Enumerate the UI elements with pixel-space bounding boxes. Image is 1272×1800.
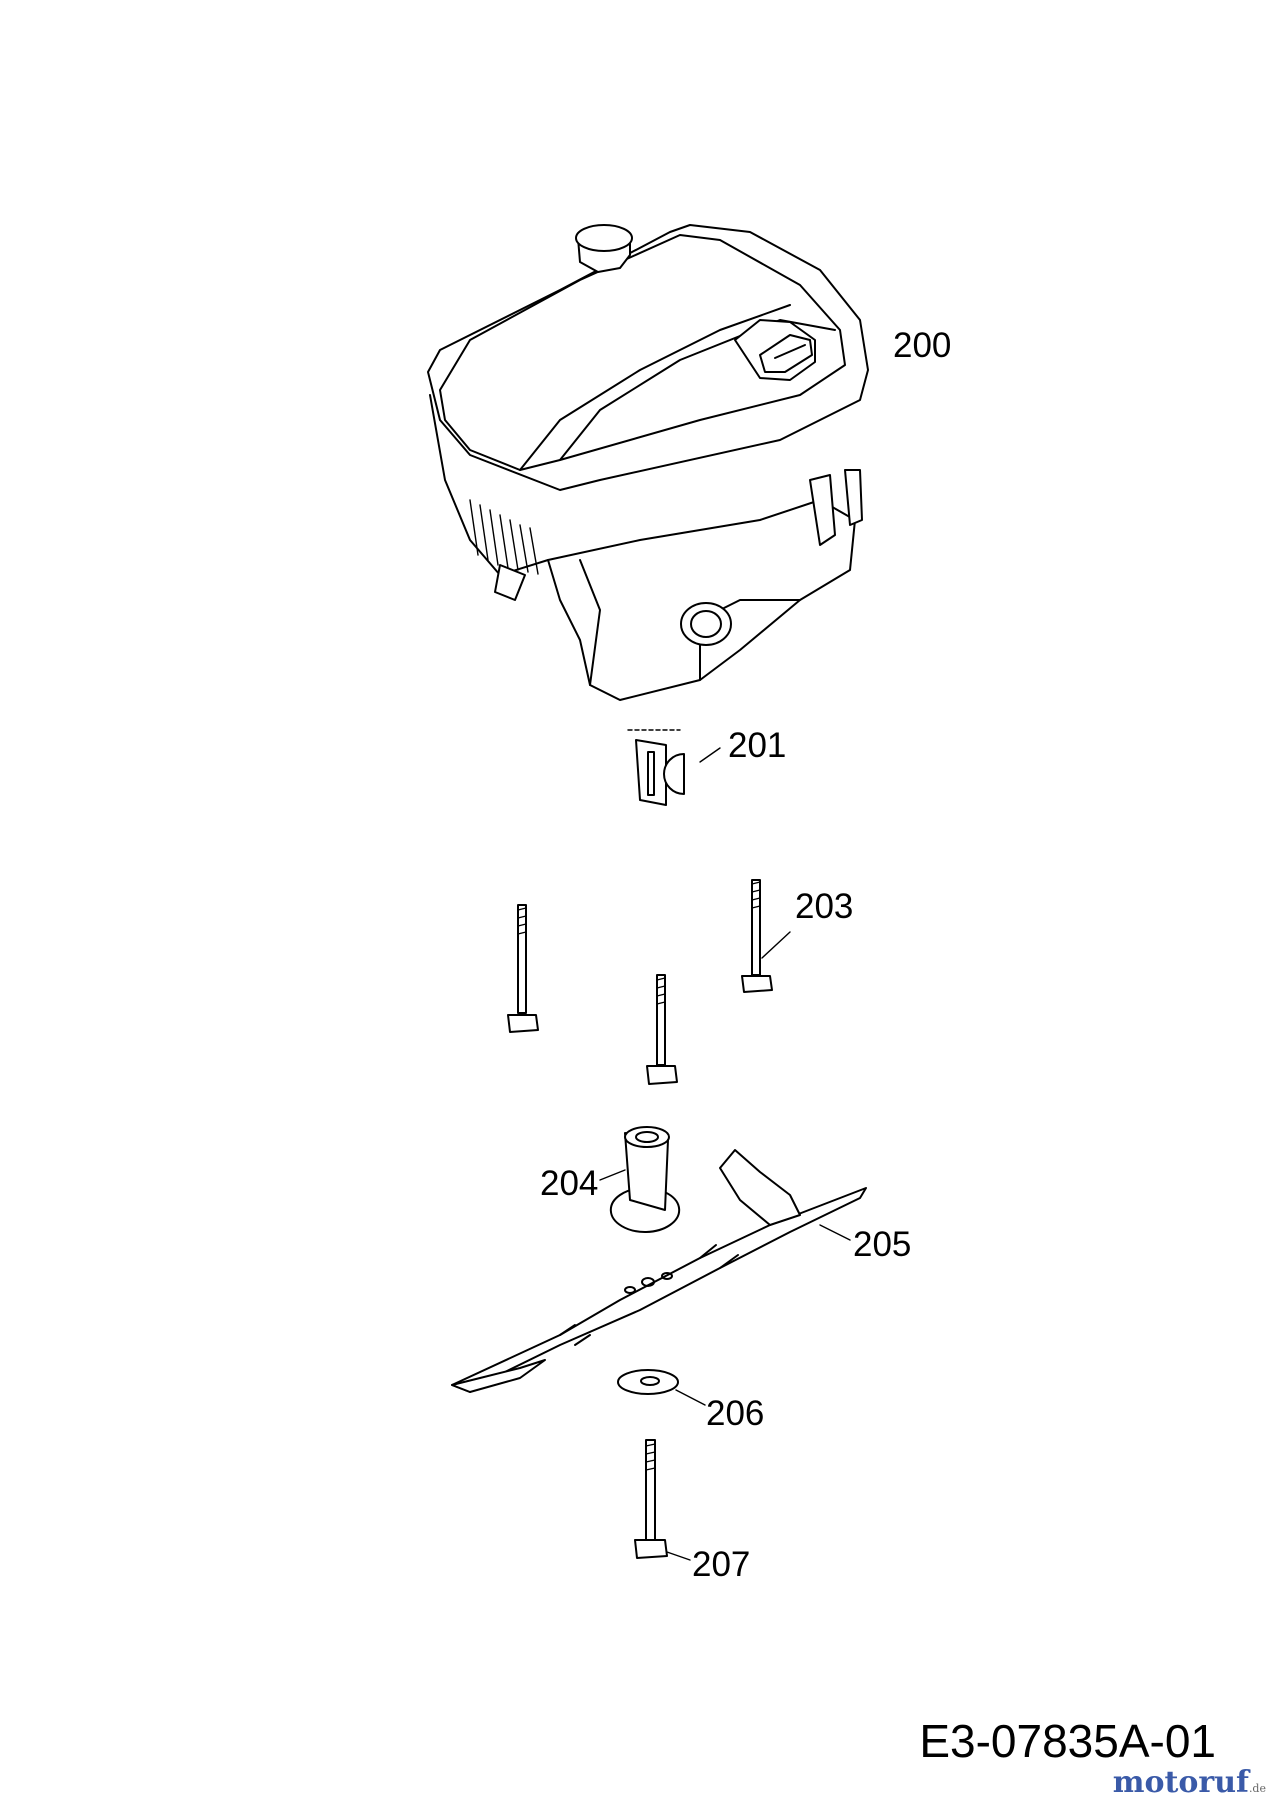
blade-adapter [599,1126,681,1233]
callout-207: 207 [692,1545,751,1584]
callout-205: 205 [853,1225,912,1264]
watermark-tld: .de [1248,1782,1266,1795]
mower-blade [451,1149,867,1393]
blade-bolt [634,1439,691,1561]
callout-201: 201 [728,726,787,765]
engine-part [427,224,869,701]
callout-206: 206 [706,1394,765,1433]
watermark-text: motoruf [1112,1765,1249,1800]
drawing-code: E3-07835A-01 [919,1715,1216,1767]
callout-200: 200 [893,326,952,365]
callout-203: 203 [795,887,854,926]
blade-washer [617,1369,706,1406]
crankshaft-with-key [627,729,721,806]
watermark-logo: motoruf.de [1113,1765,1266,1800]
callout-204: 204 [540,1164,599,1203]
blade-bolts-set [507,879,791,1085]
